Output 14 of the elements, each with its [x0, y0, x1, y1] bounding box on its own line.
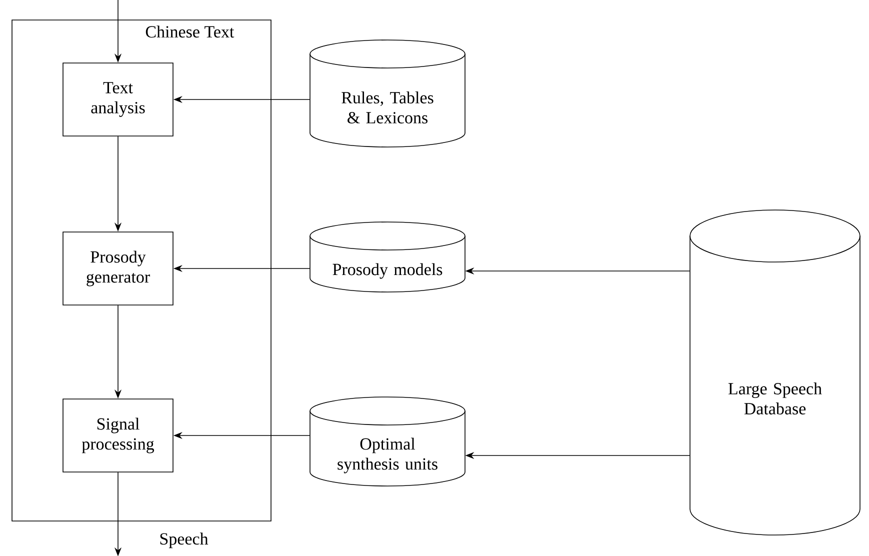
outer-frame	[12, 20, 272, 522]
process-box: Signal processing	[62, 398, 174, 472]
node-label: Optimal synthesis units	[338, 438, 438, 474]
process-box: Text analysis	[62, 62, 174, 136]
node-label: Prosody models	[332, 263, 442, 279]
database-cylinder: Large Speech Database	[690, 210, 860, 536]
database-cylinder: Rules, Tables & Lexicons	[310, 40, 466, 148]
database-cylinder: Optimal synthesis units	[310, 396, 466, 486]
node-label: Large Speech Database	[728, 382, 822, 414]
database-cylinder: Prosody models	[310, 222, 466, 292]
edge-label: Chinese Text	[146, 26, 234, 38]
process-box: Prosody generator	[62, 232, 174, 306]
edge-label: Speech	[160, 532, 208, 548]
node-label: Rules, Tables & Lexicons	[342, 92, 434, 124]
